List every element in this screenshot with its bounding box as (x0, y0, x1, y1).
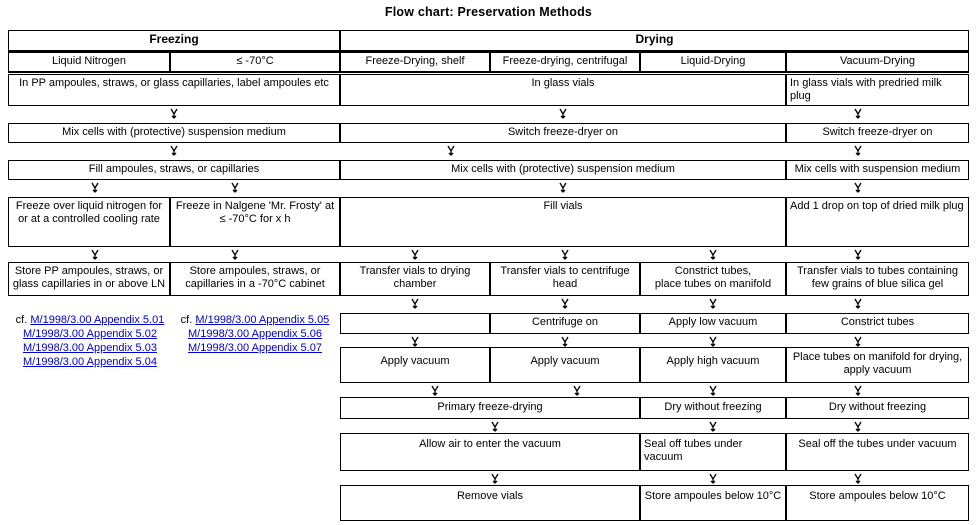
step-box-r6-freeze-drying-shelf (340, 313, 490, 334)
step-box-r9-liquid-drying: Seal off tubes under vacuum (640, 433, 786, 471)
reference-link-5-03[interactable]: M/1998/3.00 Appendix 5.03 (23, 342, 157, 354)
arrow-down-icon (167, 108, 181, 119)
reference-link-5-01[interactable]: M/1998/3.00 Appendix 5.01 (30, 314, 165, 326)
arrow-down-icon (558, 336, 572, 347)
arrow-down-icon (228, 182, 242, 193)
reference-link-row: M/1998/3.00 Appendix 5.07 (172, 341, 338, 355)
step-box-r9-allow-air: Allow air to enter the vacuum (340, 433, 640, 471)
reference-link-5-04[interactable]: M/1998/3.00 Appendix 5.04 (23, 356, 157, 368)
arrow-down-icon (428, 385, 442, 396)
step-box-r5-mr-frosty: Store ampoules, straws, or capillaries i… (170, 262, 340, 296)
step-box-r8-primary-freeze-drying: Primary freeze-drying (340, 397, 640, 419)
reference-link-5-07[interactable]: M/1998/3.00 Appendix 5.07 (188, 342, 322, 354)
step-box-r3-freezing: Fill ampoules, straws, or capillaries (8, 160, 340, 180)
arrow-down-icon (851, 249, 865, 260)
step-box-r2-vacuum-drying: Switch freeze-dryer on (786, 123, 969, 143)
reference-link-5-06[interactable]: M/1998/3.00 Appendix 5.06 (188, 328, 322, 340)
step-box-r10-liquid-drying: Store ampoules below 10°C (640, 485, 786, 521)
step-box-r6-vacuum-drying: Constrict tubes (786, 313, 969, 334)
arrow-down-icon (706, 421, 720, 432)
reference-link-row: M/1998/3.00 Appendix 5.02 (10, 327, 170, 341)
step-box-r7-vacuum-drying: Place tubes on manifold for drying, appl… (786, 347, 969, 383)
reference-links-liquid-nitrogen: cf. M/1998/3.00 Appendix 5.01 M/1998/3.0… (10, 313, 170, 369)
arrow-down-icon (408, 298, 422, 309)
header-col-liquid-drying: Liquid-Drying (640, 52, 786, 73)
step-box-r5-liquid-nitrogen: Store PP ampoules, straws, or glass capi… (8, 262, 170, 296)
arrow-down-icon (851, 298, 865, 309)
step-box-r9-vacuum-drying: Seal off the tubes under vacuum (786, 433, 969, 471)
step-box-r3-vacuum-drying: Mix cells with suspension medium (786, 160, 969, 180)
arrow-down-icon (88, 249, 102, 260)
arrow-down-icon (488, 421, 502, 432)
step-box-r8-vacuum-drying: Dry without freezing (786, 397, 969, 419)
arrow-down-icon (558, 249, 572, 260)
arrow-down-icon (706, 298, 720, 309)
arrow-down-icon (570, 385, 584, 396)
reference-link-row: cf. M/1998/3.00 Appendix 5.05 (172, 313, 338, 327)
header-col-minus-70c: ≤ -70°C (170, 52, 340, 73)
step-box-r4-vacuum-drying: Add 1 drop on top of dried milk plug (786, 197, 969, 247)
step-box-r5-freeze-drying-centrifugal: Transfer vials to centrifuge head (490, 262, 640, 296)
arrow-down-icon (706, 249, 720, 260)
step-box-r7-freeze-drying-centrifugal: Apply vacuum (490, 347, 640, 383)
header-col-freeze-drying-centrifugal: Freeze-drying, centrifugal (490, 52, 640, 73)
arrow-down-icon (488, 473, 502, 484)
step-box-r2-freezing: Mix cells with (protective) suspension m… (8, 123, 340, 143)
step-box-r4-drying: Fill vials (340, 197, 786, 247)
arrow-down-icon (851, 108, 865, 119)
arrow-down-icon (706, 385, 720, 396)
step-box-r1-freezing: In PP ampoules, straws, or glass capilla… (8, 74, 340, 106)
step-box-r4-liquid-nitrogen: Freeze over liquid nitrogen for or at a … (8, 197, 170, 247)
header-col-freeze-drying-shelf: Freeze-Drying, shelf (340, 52, 490, 73)
arrow-down-icon (706, 336, 720, 347)
reference-link-row: cf. M/1998/3.00 Appendix 5.01 (10, 313, 170, 327)
arrow-down-icon (408, 336, 422, 347)
arrow-down-icon (851, 421, 865, 432)
step-box-r5-freeze-drying-shelf: Transfer vials to drying chamber (340, 262, 490, 296)
header-col-vacuum-drying: Vacuum-Drying (786, 52, 969, 73)
reference-link-5-02[interactable]: M/1998/3.00 Appendix 5.02 (23, 328, 157, 340)
reference-links-minus-70c: cf. M/1998/3.00 Appendix 5.05 M/1998/3.0… (172, 313, 338, 355)
step-box-r6-liquid-drying: Apply low vacuum (640, 313, 786, 334)
step-box-r10-vacuum-drying: Store ampoules below 10°C (786, 485, 969, 521)
reference-link-5-05[interactable]: M/1998/3.00 Appendix 5.05 (195, 314, 330, 326)
step-box-r10-remove-vials: Remove vials (340, 485, 640, 521)
step-box-r1-drying: In glass vials (340, 74, 786, 106)
arrow-down-icon (228, 249, 242, 260)
step-box-r7-liquid-drying: Apply high vacuum (640, 347, 786, 383)
reference-link-row: M/1998/3.00 Appendix 5.04 (10, 355, 170, 369)
arrow-down-icon (556, 108, 570, 119)
step-box-r4-mr-frosty: Freeze in Nalgene 'Mr. Frosty' at ≤ -70°… (170, 197, 340, 247)
arrow-down-icon (88, 182, 102, 193)
step-box-r8-liquid-drying: Dry without freezing (640, 397, 786, 419)
arrow-down-icon (167, 145, 181, 156)
step-box-r1-vacuum-drying: In glass vials with predried milk plug (786, 74, 969, 106)
header-group-drying: Drying (340, 30, 969, 52)
arrow-down-icon (851, 473, 865, 484)
header-group-freezing: Freezing (8, 30, 340, 52)
arrow-down-icon (851, 336, 865, 347)
arrow-down-icon (556, 182, 570, 193)
arrow-down-icon (408, 249, 422, 260)
step-box-r2-drying: Switch freeze-dryer on (340, 123, 786, 143)
cf-label: cf. (180, 314, 193, 326)
step-box-r3-drying: Mix cells with (protective) suspension m… (340, 160, 786, 180)
arrow-down-icon (558, 298, 572, 309)
arrow-down-icon (444, 145, 458, 156)
step-box-r7-freeze-drying-shelf: Apply vacuum (340, 347, 490, 383)
arrow-down-icon (851, 145, 865, 156)
arrow-down-icon (706, 473, 720, 484)
reference-link-row: M/1998/3.00 Appendix 5.03 (10, 341, 170, 355)
cf-label: cf. (15, 314, 28, 326)
arrow-down-icon (851, 385, 865, 396)
arrow-down-icon (851, 182, 865, 193)
step-box-r5-liquid-drying: Constrict tubes, place tubes on manifold (640, 262, 786, 296)
header-col-liquid-nitrogen: Liquid Nitrogen (8, 52, 170, 73)
page-title: Flow chart: Preservation Methods (384, 5, 593, 19)
reference-link-row: M/1998/3.00 Appendix 5.06 (172, 327, 338, 341)
step-box-r6-freeze-drying-centrifugal: Centrifuge on (490, 313, 640, 334)
step-box-r5-vacuum-drying: Transfer vials to tubes containing few g… (786, 262, 969, 296)
